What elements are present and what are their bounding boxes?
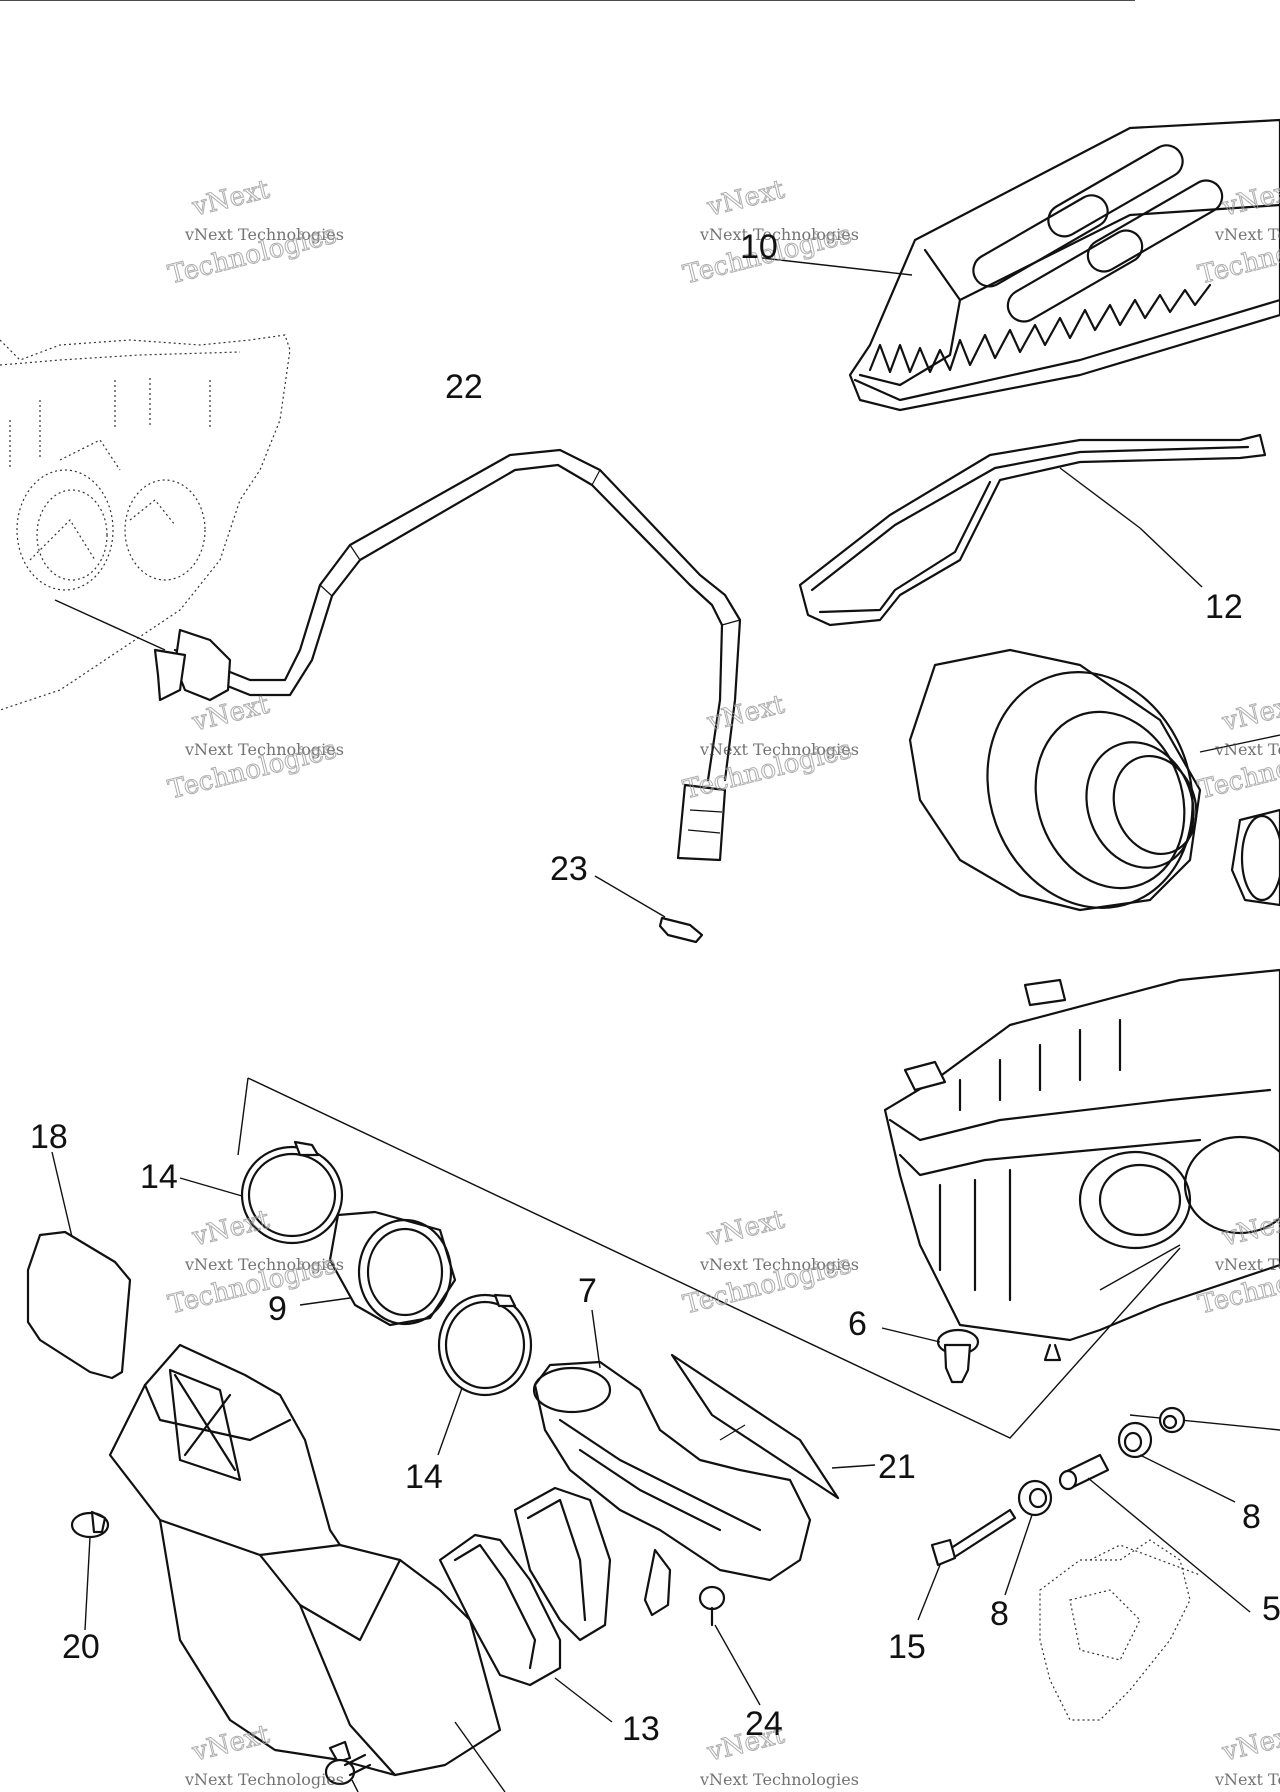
callout-18: 18 xyxy=(30,1118,68,1156)
airbox-left-ghost xyxy=(0,334,291,711)
svg-text:vNext Technologies: vNext Technologies xyxy=(1214,225,1280,244)
callout-23: 23 xyxy=(550,850,588,888)
callout-5: 5 xyxy=(1262,1590,1280,1628)
airbox-main xyxy=(883,968,1280,1362)
svg-text:vNext: vNext xyxy=(704,689,788,737)
svg-text:vNext: vNext xyxy=(704,1204,788,1252)
clamp-23 xyxy=(594,875,704,944)
svg-text:vNext Technologies: vNext Technologies xyxy=(184,740,344,759)
mounting-hardware xyxy=(917,1406,1251,1621)
push-rivet-24 xyxy=(698,1585,761,1706)
seal-13 xyxy=(438,1486,613,1723)
label-21 xyxy=(670,1353,876,1500)
callout-22: 22 xyxy=(445,368,483,406)
callout-24: 24 xyxy=(745,1705,783,1743)
callout-13: 13 xyxy=(622,1710,660,1748)
kit-outline xyxy=(237,1077,1280,1439)
callout-7: 7 xyxy=(578,1272,597,1310)
callout-6: 6 xyxy=(848,1305,867,1343)
callout-8-right: 8 xyxy=(1242,1498,1261,1536)
callout-15: 15 xyxy=(888,1628,926,1666)
watermark-12: vNext vNext Technologies xyxy=(1214,1719,1280,1789)
callout-21: 21 xyxy=(878,1448,916,1486)
cover-plate-18 xyxy=(26,1151,132,1380)
svg-text:vNext Technologies: vNext Technologies xyxy=(1214,1770,1280,1789)
callout-8-lower: 8 xyxy=(990,1595,1009,1633)
screw-bottom xyxy=(324,1721,506,1792)
callout-9: 9 xyxy=(268,1290,287,1328)
callout-14-lower: 14 xyxy=(405,1458,443,1496)
svg-text:vNext Technologies: vNext Technologies xyxy=(699,1255,859,1274)
coupler-9 xyxy=(299,1210,457,1327)
hose-clamp-14-upper xyxy=(179,1140,344,1245)
callout-10: 10 xyxy=(740,228,778,266)
svg-text:vNext: vNext xyxy=(189,1719,273,1767)
svg-text:vNext: vNext xyxy=(189,174,273,222)
hose-clamp-14-lower xyxy=(437,1293,533,1456)
gasket-12 xyxy=(0,0,1267,627)
watermark-4: vNext vNext Technologies Technologies xyxy=(165,689,344,806)
svg-text:vNext Technologies: vNext Technologies xyxy=(1214,1255,1280,1274)
push-rivet-20 xyxy=(70,1510,110,1631)
svg-text:vNext Technologies: vNext Technologies xyxy=(184,225,344,244)
watermark-8: vNext vNext Technologies Technologies xyxy=(680,1204,859,1321)
svg-text:vNext: vNext xyxy=(1219,689,1280,737)
watermark-5: vNext vNext Technologies Technologies xyxy=(680,689,859,806)
svg-text:vNext: vNext xyxy=(1219,1719,1280,1767)
callout-12: 12 xyxy=(1205,588,1243,626)
grommet-6 xyxy=(881,1327,980,1384)
svg-text:vNext: vNext xyxy=(189,1204,273,1252)
svg-text:vNext Technologies: vNext Technologies xyxy=(699,740,859,759)
svg-text:vNext Technologies: vNext Technologies xyxy=(699,1770,859,1789)
svg-text:vNext Technologies: vNext Technologies xyxy=(1214,740,1280,759)
svg-text:vNext Technologies: vNext Technologies xyxy=(699,225,859,244)
air-filter xyxy=(908,648,1280,912)
bracket-ghost xyxy=(1039,1539,1201,1721)
intake-duct-7 xyxy=(532,1309,812,1617)
callout-20: 20 xyxy=(62,1628,100,1666)
svg-text:vNext Technologies: vNext Technologies xyxy=(184,1255,344,1274)
watermark-6: vNext vNext Technologies Technologies xyxy=(1195,689,1280,806)
callout-14-upper: 14 xyxy=(140,1158,178,1196)
svg-text:vNext Technologies: vNext Technologies xyxy=(184,1770,344,1789)
svg-text:vNext: vNext xyxy=(704,174,788,222)
breather-tube-22 xyxy=(54,448,742,862)
watermark-1: vNext vNext Technologies Technologies xyxy=(165,174,344,291)
airbox-cover-10 xyxy=(761,118,1280,412)
intake-silencer xyxy=(108,1343,502,1777)
